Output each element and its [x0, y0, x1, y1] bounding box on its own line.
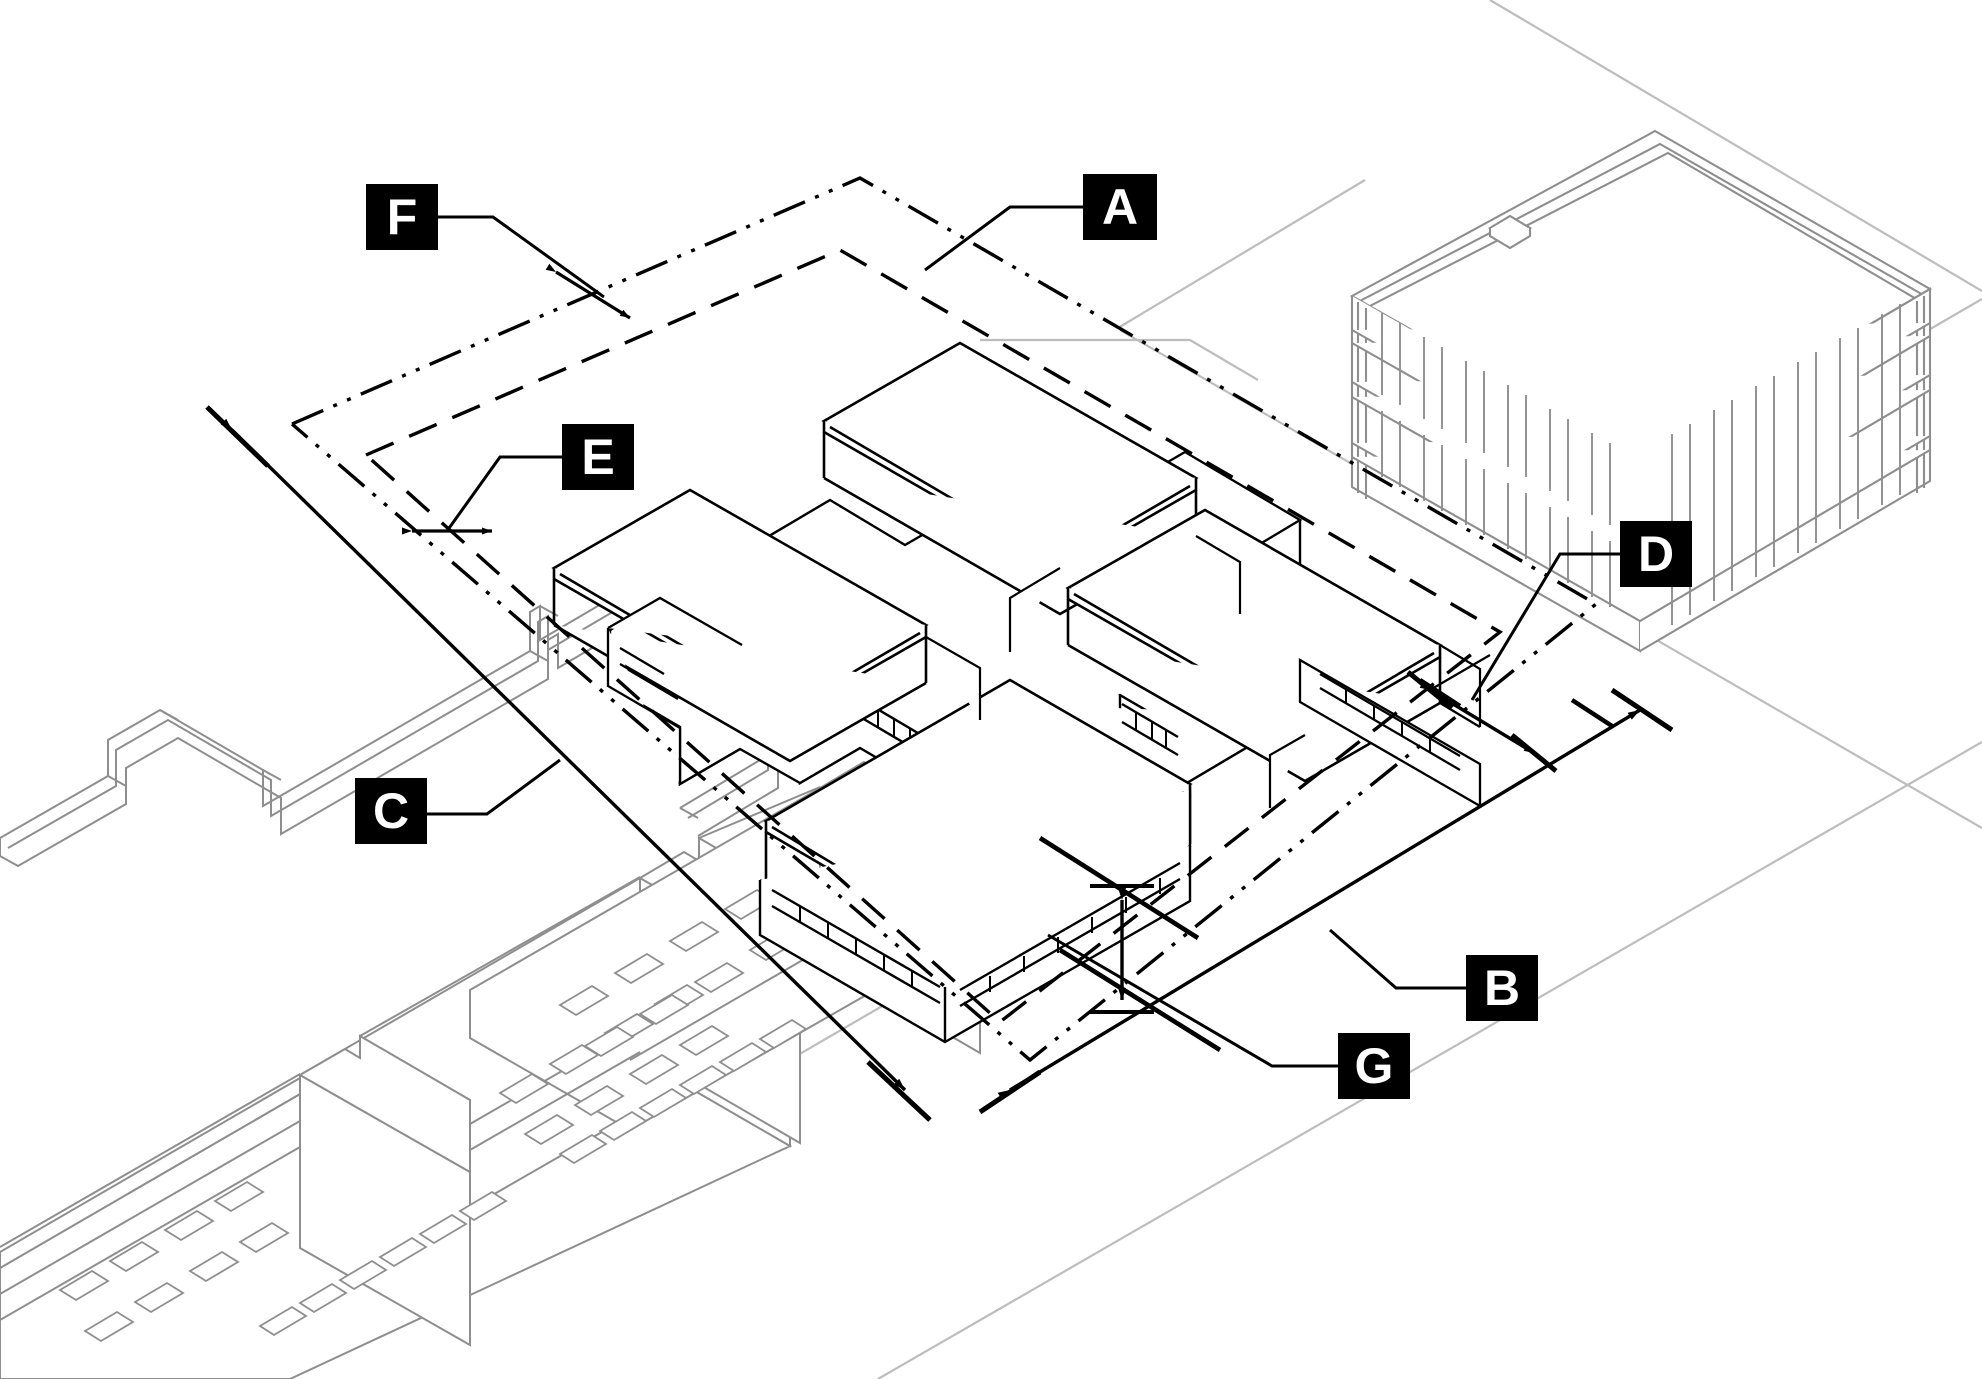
dimension-witness-ticks [1418, 678, 1614, 728]
setback-line [364, 248, 1504, 1025]
callout-label-a[interactable]: A [1083, 174, 1157, 240]
callout-label-g[interactable]: G [1338, 1033, 1410, 1099]
callout-label-d[interactable]: D [1620, 521, 1692, 587]
existing-building-windows [1381, 304, 1901, 625]
dimension-D-setback [1406, 654, 1558, 773]
leader-E [445, 455, 562, 532]
callout-label-b[interactable]: B [1466, 955, 1538, 1021]
leader-D [1470, 552, 1620, 701]
leader-F [438, 215, 605, 299]
dimension-lines [205, 263, 1674, 1122]
callout-label-f[interactable]: F [366, 184, 438, 250]
existing-corner-building [1349, 129, 1933, 653]
dimension-C-overall-depth [205, 405, 932, 1122]
callout-label-c[interactable]: C [355, 778, 427, 844]
leader-C [427, 758, 561, 816]
callout-label-e[interactable]: E [562, 424, 634, 490]
leader-B [1329, 928, 1466, 990]
dimension-F-offset [545, 263, 631, 320]
callout-leaders [427, 205, 1620, 1068]
leader-A [924, 205, 1083, 272]
leader-G [1047, 933, 1338, 1068]
dimension-B-frontage [978, 687, 1674, 1115]
dimension-G-height [1038, 836, 1222, 1052]
